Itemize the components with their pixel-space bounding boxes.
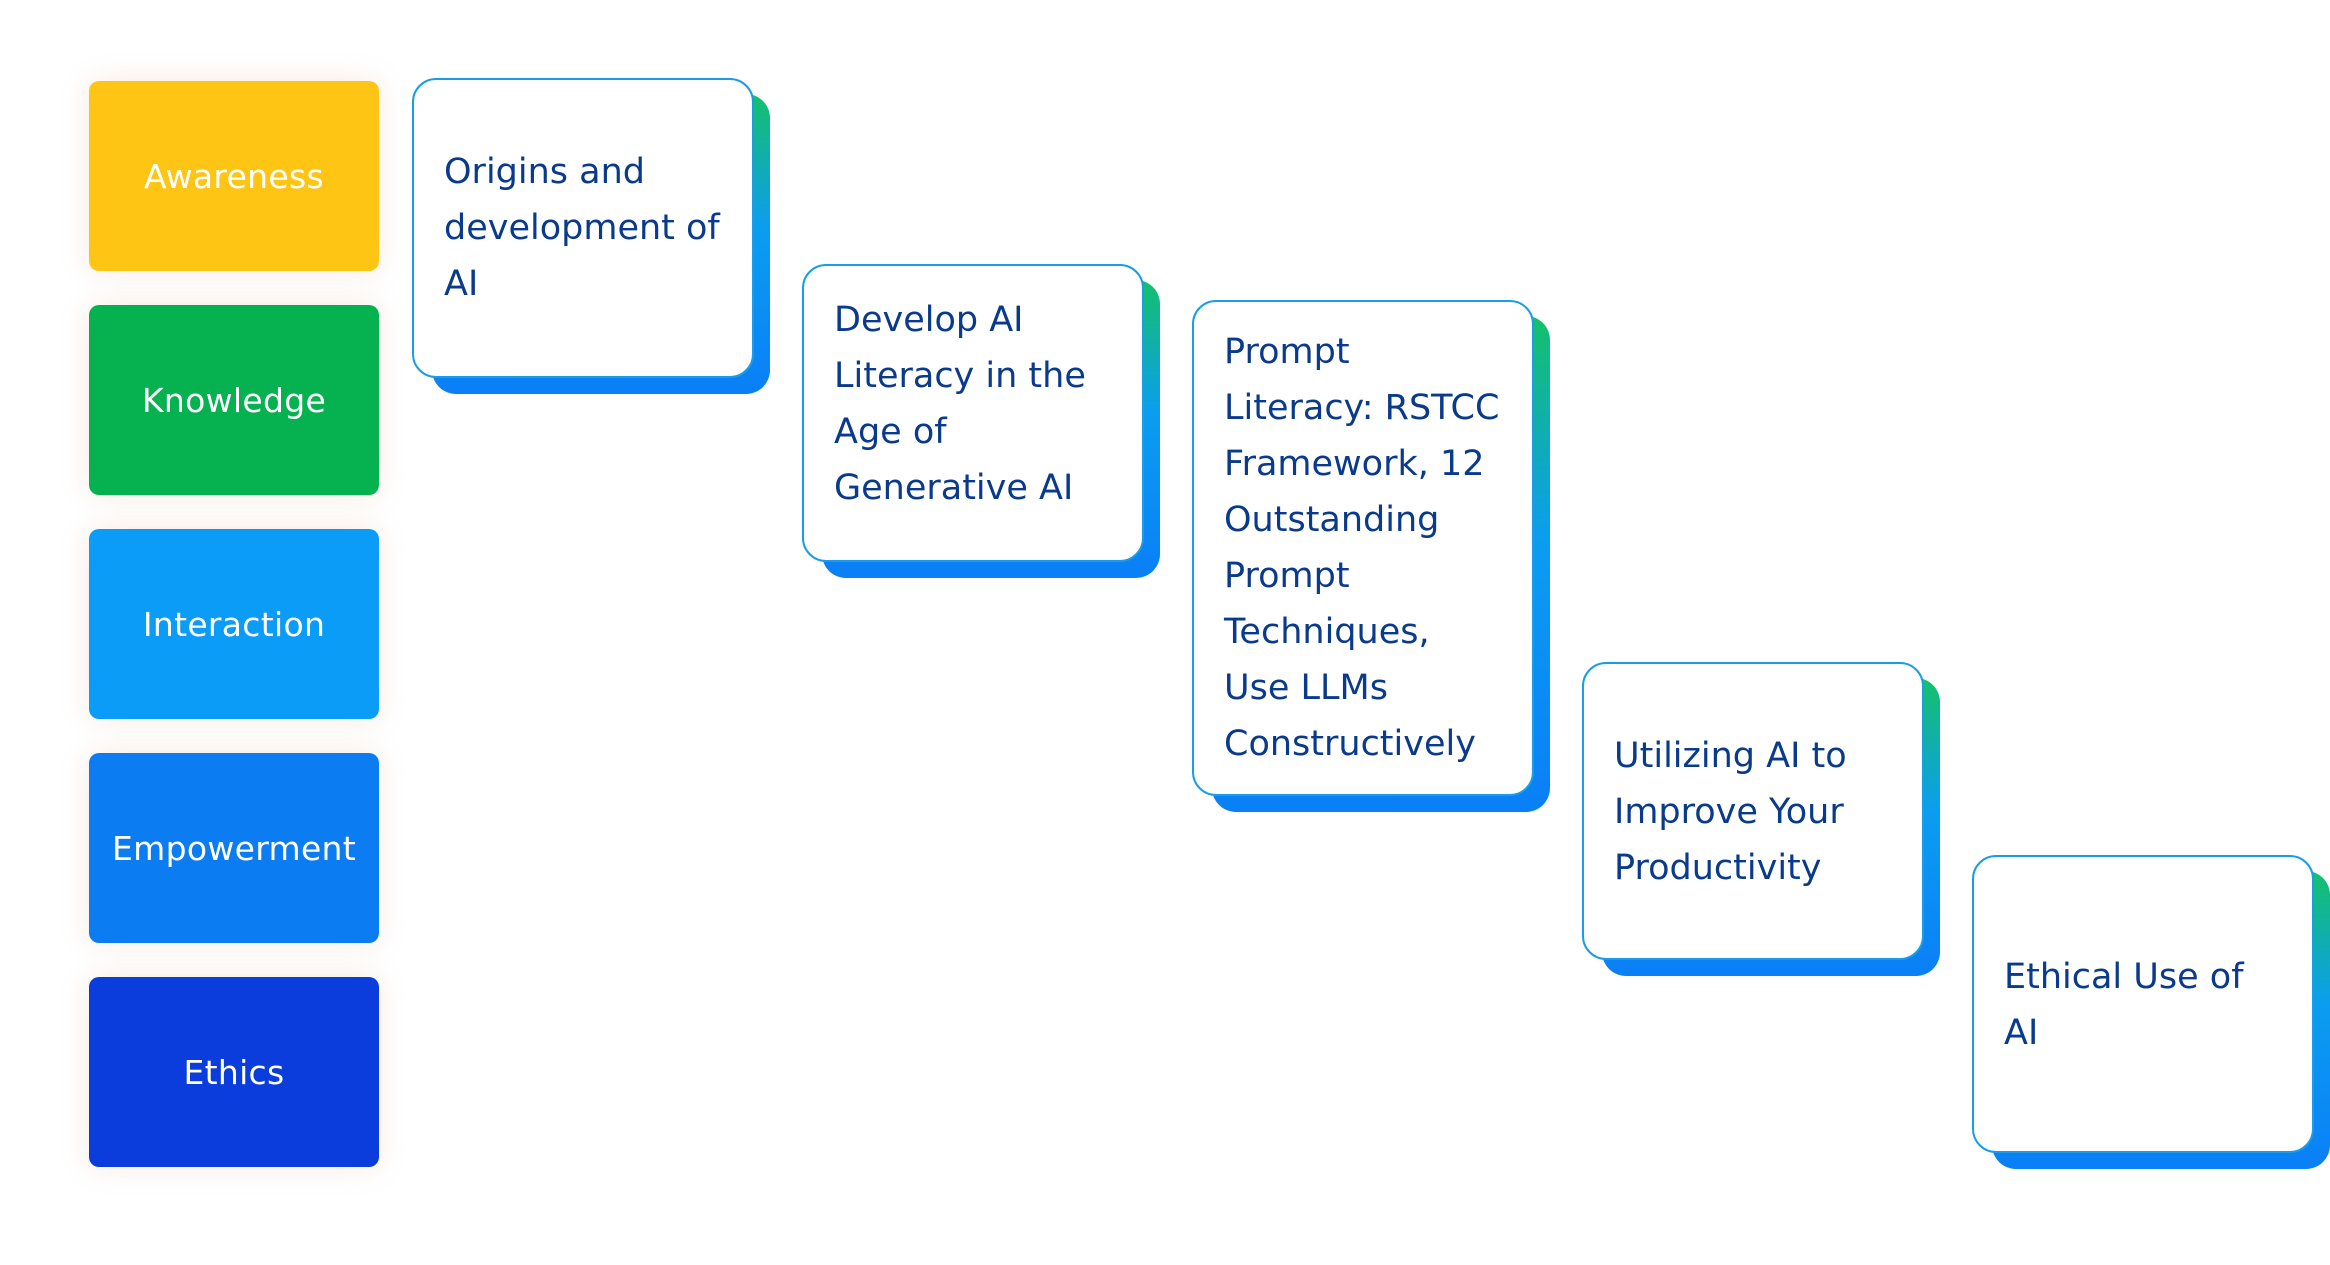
topic-card-text: Origins and development of AI bbox=[444, 152, 720, 304]
stage-ethics: Ethics bbox=[89, 977, 379, 1167]
stage-label: Interaction bbox=[142, 604, 326, 644]
stage-empowerment: Empowerment bbox=[89, 753, 379, 943]
topic-card-ethical-use: Ethical Use of AI bbox=[1972, 855, 2330, 1169]
topic-card-literacy: Develop AI Literacy in the Age of Genera… bbox=[802, 264, 1160, 578]
topic-card-text: Ethical Use of AI bbox=[2004, 957, 2244, 1053]
stage-label: Knowledge bbox=[141, 380, 327, 420]
stage-label: Empowerment bbox=[111, 828, 357, 868]
stage-interaction: Interaction bbox=[89, 529, 379, 719]
topic-card-prompt-literacy: Prompt Literacy: RSTCC Framework, 12 Out… bbox=[1192, 300, 1550, 812]
stage-label: Awareness bbox=[144, 156, 324, 196]
topic-card-text: Develop AI Literacy in the Age of Genera… bbox=[834, 300, 1086, 508]
stage-knowledge: Knowledge bbox=[89, 305, 379, 495]
topic-card-origins: Origins and development of AI bbox=[412, 78, 770, 394]
stage-label: Ethics bbox=[183, 1052, 285, 1092]
topic-card-text: Prompt Literacy: RSTCC Framework, 12 Out… bbox=[1224, 332, 1500, 764]
topic-card-productivity: Utilizing AI to Improve Your Productivit… bbox=[1582, 662, 1940, 976]
stage-awareness: Awareness bbox=[89, 81, 379, 271]
topic-card-text: Utilizing AI to Improve Your Productivit… bbox=[1614, 736, 1847, 888]
